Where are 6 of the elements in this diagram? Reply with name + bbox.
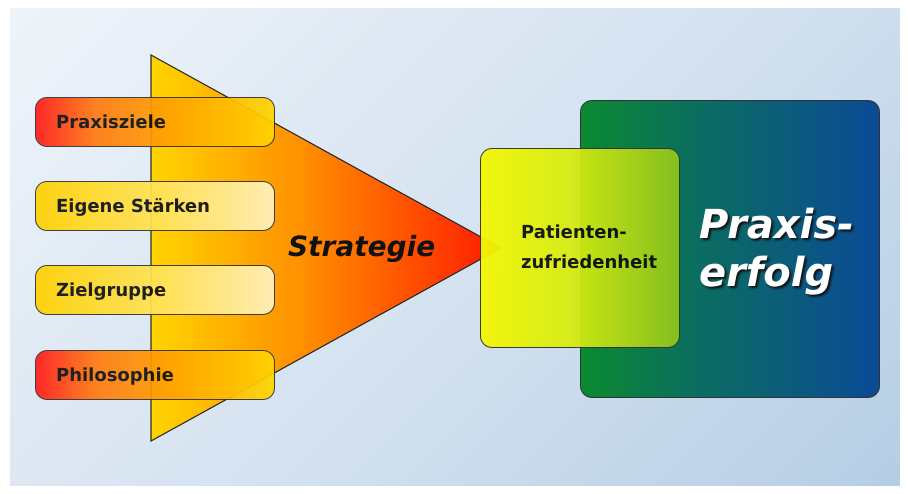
- goal-box: Eigene Stärken: [35, 181, 275, 231]
- goal-box: Praxisziele: [35, 97, 275, 147]
- triangle-label: Strategie: [288, 230, 436, 263]
- result-box: Patienten- zufriedenheit: [480, 148, 680, 348]
- goal-box: Philosophie: [35, 350, 275, 400]
- goal-box: Zielgruppe: [35, 265, 275, 315]
